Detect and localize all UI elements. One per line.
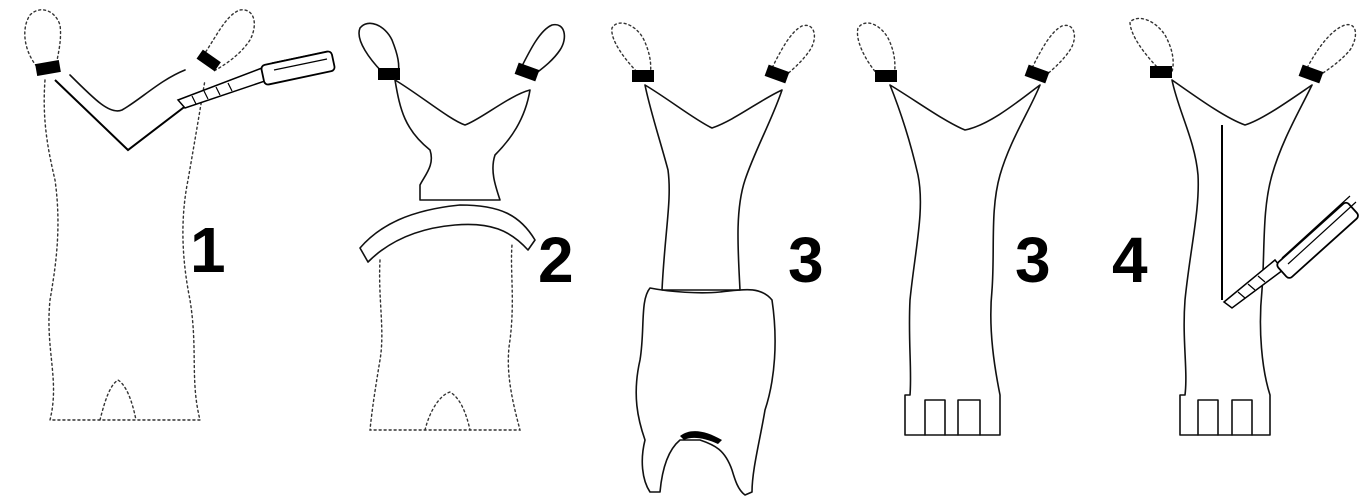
crotch-curve <box>70 70 185 111</box>
leg-tie-icon <box>35 60 61 76</box>
leg-tie-icon <box>515 63 540 82</box>
left-hind-leg <box>359 23 399 75</box>
inner-leg-line <box>925 400 980 435</box>
knife-icon <box>1224 196 1359 308</box>
v-cut-line <box>55 80 200 150</box>
figure-step-2: 2 <box>359 23 574 430</box>
leg-tie-icon <box>632 70 654 82</box>
step-number: 4 <box>1112 224 1148 296</box>
inner-leg-line <box>1198 400 1252 435</box>
leg-tie-icon <box>1299 65 1324 84</box>
leg-tie-icon <box>378 68 400 80</box>
carcass-outline <box>370 245 520 430</box>
figure-step-3b: 3 <box>857 23 1074 435</box>
rolled-pelt <box>360 205 535 262</box>
step-number: 2 <box>538 224 574 296</box>
left-hind-leg <box>857 23 894 76</box>
leg-tie-icon <box>765 65 790 84</box>
inner-leg-line <box>425 392 470 430</box>
carcass-outline <box>44 80 205 420</box>
leg-tie-icon <box>1150 66 1172 78</box>
figure-step-3a: 3 <box>612 23 824 495</box>
skinned-upper-body <box>395 80 530 200</box>
fur-tuft <box>680 431 722 444</box>
hanging-pelt <box>636 288 775 495</box>
left-hind-leg <box>612 23 651 76</box>
figure-step-1: 1 <box>25 10 335 420</box>
figure-step-4: 4 <box>1112 18 1359 435</box>
step-number: 1 <box>190 214 226 286</box>
leg-tie-icon <box>875 70 897 82</box>
skinned-body <box>645 85 782 290</box>
step-number: 3 <box>788 224 824 296</box>
leg-tie-icon <box>1025 65 1050 84</box>
leg-tie-icon <box>197 50 221 72</box>
left-hind-leg <box>1130 18 1173 72</box>
step-number: 3 <box>1015 224 1051 296</box>
inner-leg-line <box>100 380 136 420</box>
